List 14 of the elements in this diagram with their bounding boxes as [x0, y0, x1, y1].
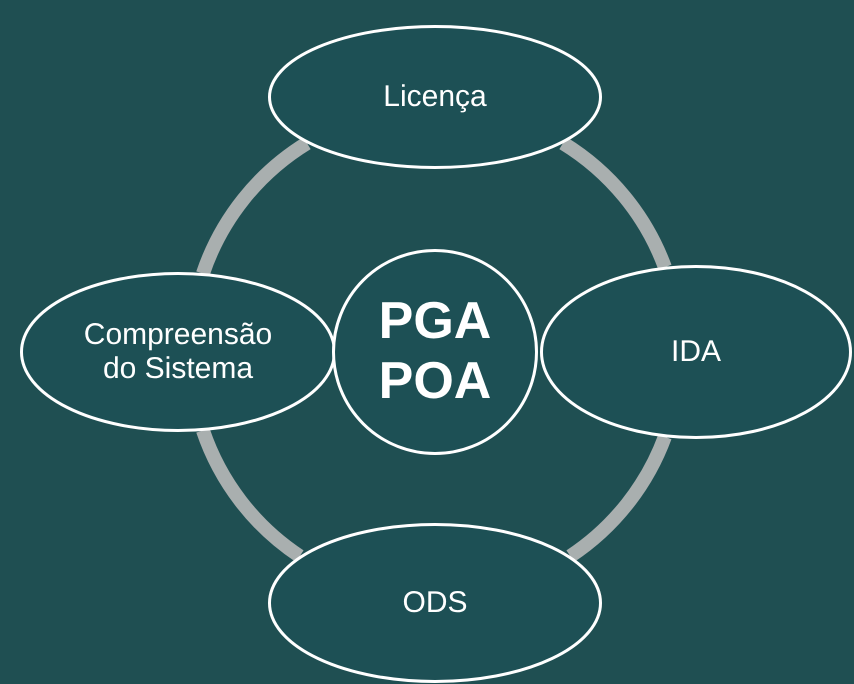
node-label: Compreensão do Sistema — [82, 318, 274, 386]
node-label: IDA — [670, 334, 721, 370]
ring-connector — [566, 434, 672, 562]
ring-connector — [559, 137, 672, 270]
ring-connector — [196, 137, 311, 276]
ellipse-node — [540, 265, 852, 439]
node-label: PGA POA — [378, 292, 492, 412]
node-label: Licença — [383, 80, 487, 114]
node-label: ODS — [402, 586, 468, 620]
ring-connector — [196, 428, 304, 562]
ellipse-node — [268, 25, 602, 169]
ellipse-node — [268, 523, 602, 683]
ellipse-node — [20, 272, 336, 432]
circle-node — [332, 249, 538, 455]
